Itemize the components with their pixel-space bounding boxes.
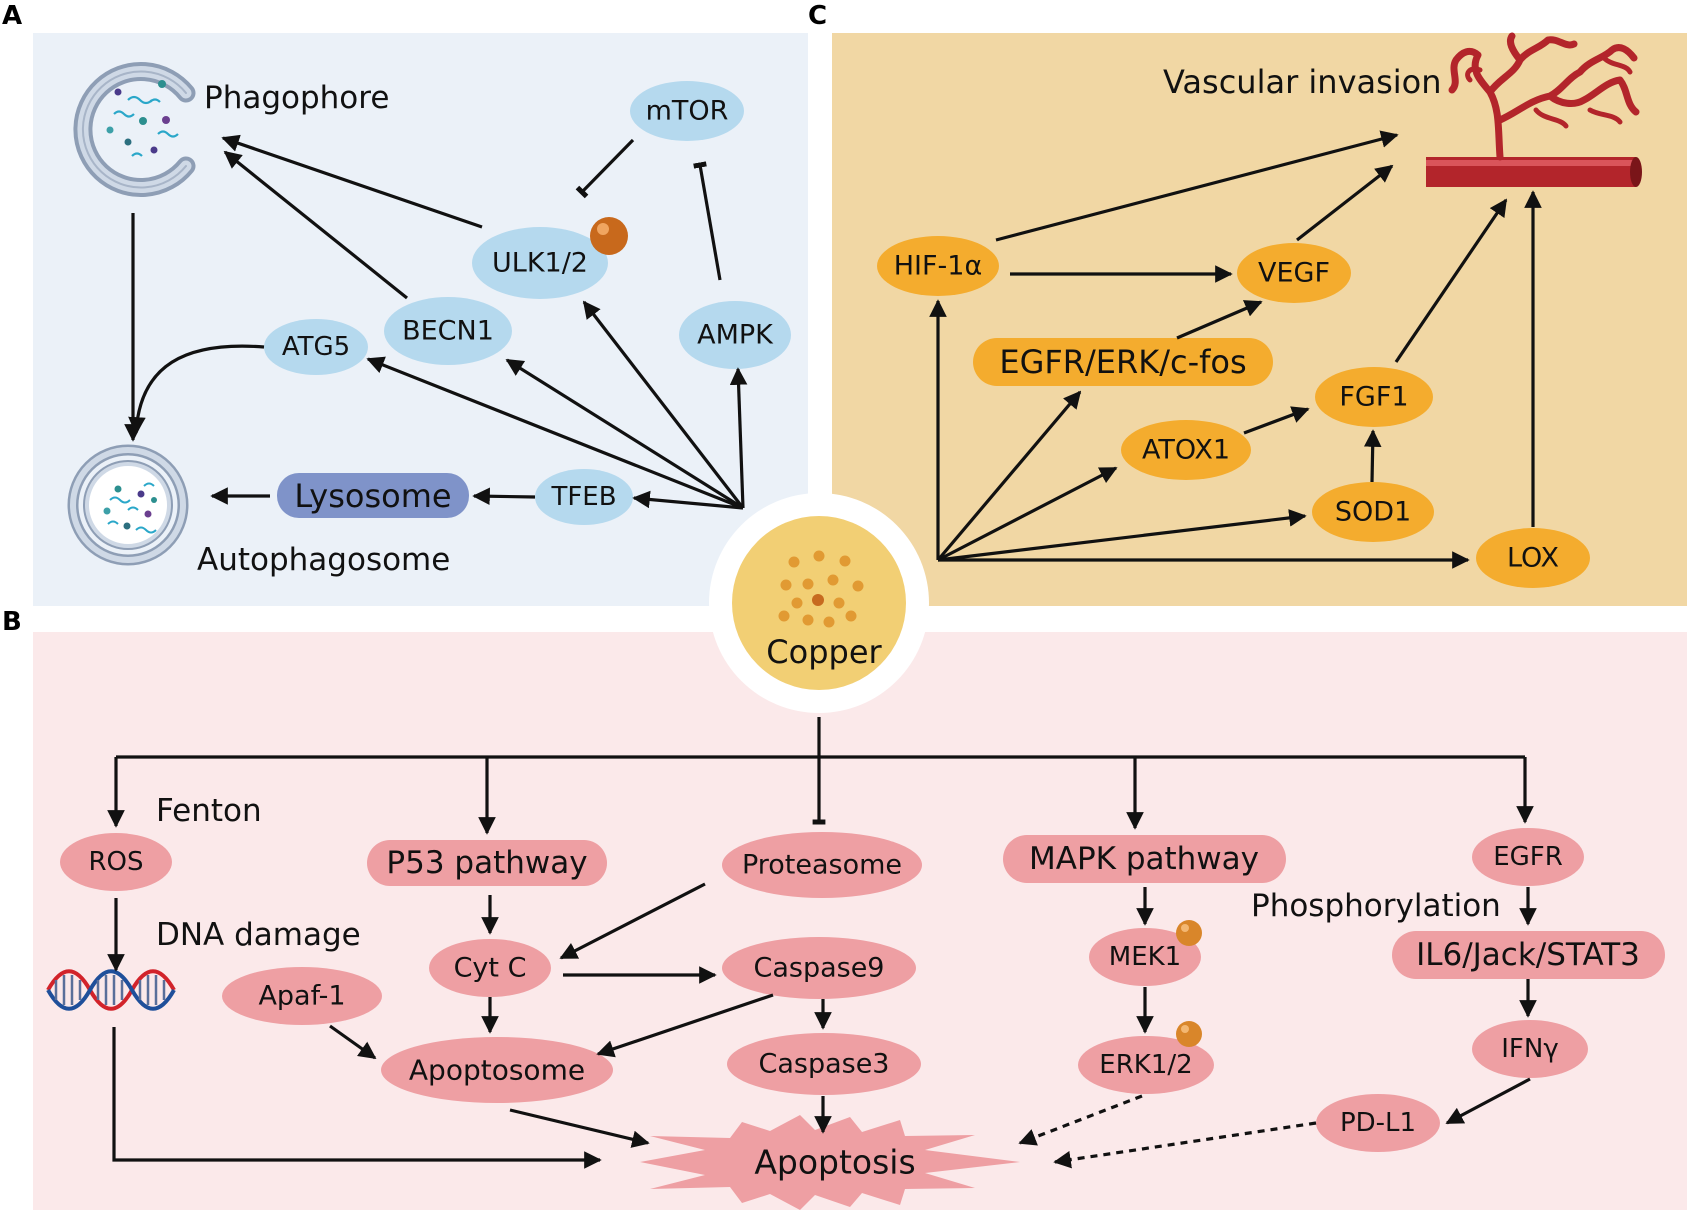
node-p53: P53 pathway bbox=[367, 840, 607, 886]
node-mtor-label: mTOR bbox=[646, 96, 729, 127]
node-sod1: SOD1 bbox=[1312, 482, 1434, 542]
node-erk: ERK1/2 bbox=[1078, 1036, 1214, 1094]
node-egfr: EGFR bbox=[1472, 828, 1584, 886]
node-lox: LOX bbox=[1476, 528, 1590, 588]
node-ros: ROS bbox=[60, 833, 172, 891]
node-proteasome-label: Proteasome bbox=[742, 850, 902, 881]
phagophore-label: Phagophore bbox=[204, 80, 389, 116]
node-mapk: MAPK pathway bbox=[1003, 835, 1286, 883]
node-egfr-label: EGFR bbox=[1493, 842, 1563, 872]
node-p53-label: P53 pathway bbox=[386, 845, 587, 881]
vascular-invasion-title: Vascular invasion bbox=[1163, 63, 1442, 101]
autophagosome-icon bbox=[67, 444, 189, 566]
node-apaf1-label: Apaf-1 bbox=[258, 981, 345, 1012]
node-apoptosis-label: Apoptosis bbox=[754, 1143, 915, 1182]
node-il6: IL6/Jack/STAT3 bbox=[1392, 931, 1665, 979]
node-hif-label: HIF-1α bbox=[894, 251, 983, 282]
panel-c-letter: C bbox=[808, 1, 827, 31]
node-pdl1-label: PD-L1 bbox=[1340, 1108, 1416, 1138]
node-atg5-label: ATG5 bbox=[282, 332, 350, 362]
panel-c-arrows bbox=[929, 130, 1542, 569]
node-cytc: Cyt C bbox=[429, 939, 551, 997]
panel-b-arrows bbox=[107, 717, 1537, 1169]
node-apoptosis: Apoptosis bbox=[640, 1115, 1020, 1210]
phosphate-icon bbox=[1176, 920, 1202, 946]
node-atox1: ATOX1 bbox=[1121, 420, 1251, 480]
node-mapk-label: MAPK pathway bbox=[1029, 841, 1259, 877]
node-atox1-label: ATOX1 bbox=[1142, 435, 1230, 466]
phosphorylation-label: Phosphorylation bbox=[1251, 888, 1501, 924]
node-ulk-label: ULK1/2 bbox=[492, 248, 588, 279]
node-cytc-label: Cyt C bbox=[454, 953, 527, 984]
phosphate-icon bbox=[590, 217, 628, 255]
node-apoptosome-label: Apoptosome bbox=[409, 1054, 585, 1087]
panel-b-letter: B bbox=[2, 607, 22, 637]
node-caspase3: Caspase3 bbox=[727, 1033, 921, 1095]
node-pdl1: PD-L1 bbox=[1316, 1094, 1440, 1152]
copper-label: Copper bbox=[766, 633, 882, 671]
dna-damage-label: DNA damage bbox=[156, 917, 361, 953]
blood-vessel-icon bbox=[1426, 32, 1642, 187]
panel-a-letter: A bbox=[2, 1, 22, 31]
node-fgf1: FGF1 bbox=[1315, 367, 1433, 427]
node-ros-label: ROS bbox=[88, 847, 143, 877]
panel-a-arrows bbox=[124, 134, 748, 510]
node-apoptosome: Apoptosome bbox=[381, 1037, 613, 1103]
node-fgf1-label: FGF1 bbox=[1339, 382, 1408, 413]
node-caspase9-label: Caspase9 bbox=[753, 953, 884, 984]
node-lysosome-label: Lysosome bbox=[294, 477, 451, 515]
node-caspase3-label: Caspase3 bbox=[758, 1049, 889, 1080]
node-apaf1: Apaf-1 bbox=[222, 967, 382, 1025]
node-atg5: ATG5 bbox=[264, 319, 368, 375]
autophagosome-label: Autophagosome bbox=[197, 542, 450, 578]
node-tfeb-label: TFEB bbox=[550, 482, 616, 512]
fenton-label: Fenton bbox=[156, 793, 262, 829]
node-mek1: MEK1 bbox=[1089, 928, 1201, 986]
node-tfeb: TFEB bbox=[535, 469, 633, 525]
phosphate-icon bbox=[1176, 1021, 1202, 1047]
node-egfr-erk-cfos: EGFR/ERK/c-fos bbox=[973, 338, 1273, 386]
copper-particles-icon bbox=[778, 550, 864, 628]
node-hif: HIF-1α bbox=[877, 236, 999, 296]
node-lox-label: LOX bbox=[1507, 543, 1559, 574]
node-vegf-label: VEGF bbox=[1258, 258, 1330, 289]
node-vegf: VEGF bbox=[1237, 243, 1351, 303]
node-caspase9: Caspase9 bbox=[722, 937, 916, 999]
node-mtor: mTOR bbox=[630, 81, 744, 141]
node-egfr-erk-cfos-label: EGFR/ERK/c-fos bbox=[999, 343, 1246, 381]
node-becn1: BECN1 bbox=[384, 297, 512, 365]
node-ifng-label: IFNγ bbox=[1501, 1034, 1558, 1064]
node-ampk-label: AMPK bbox=[697, 320, 774, 351]
node-lysosome: Lysosome bbox=[277, 473, 469, 518]
node-sod1-label: SOD1 bbox=[1335, 497, 1411, 528]
node-ulk: ULK1/2 bbox=[472, 227, 608, 299]
node-erk-label: ERK1/2 bbox=[1099, 1050, 1192, 1080]
phagophore-icon bbox=[73, 62, 196, 197]
node-il6-label: IL6/Jack/STAT3 bbox=[1416, 937, 1640, 973]
node-ampk: AMPK bbox=[679, 301, 791, 369]
node-ifng: IFNγ bbox=[1472, 1020, 1588, 1078]
panel-c-background bbox=[832, 33, 1687, 606]
node-becn1-label: BECN1 bbox=[402, 316, 494, 347]
node-proteasome: Proteasome bbox=[722, 832, 922, 898]
copper-center: Copper bbox=[709, 493, 929, 713]
node-mek1-label: MEK1 bbox=[1109, 942, 1181, 972]
